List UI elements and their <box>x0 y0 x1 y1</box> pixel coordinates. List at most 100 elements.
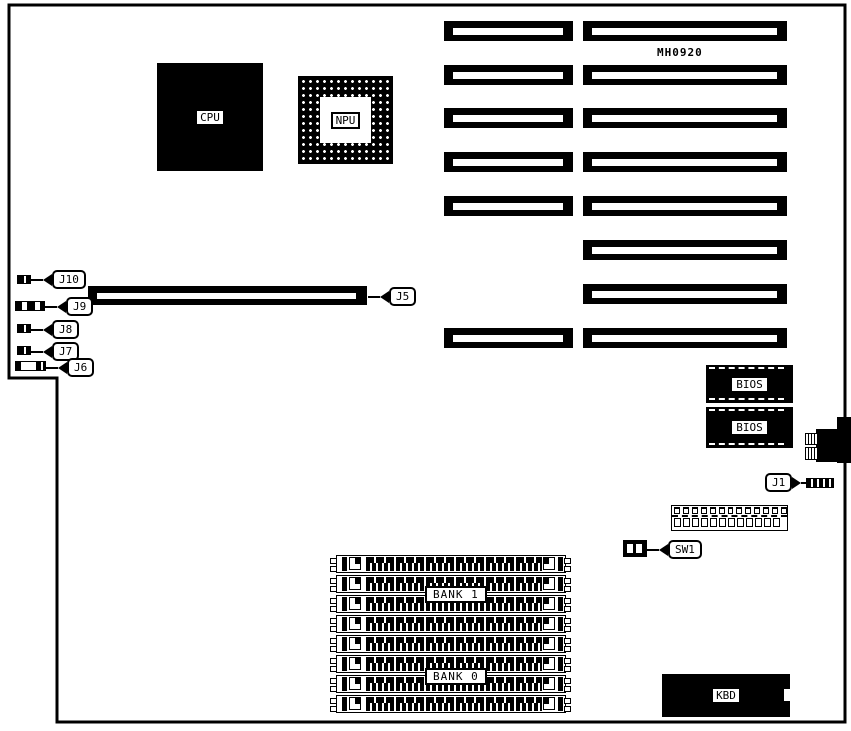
header-pin <box>736 507 743 514</box>
pin-header-strip <box>671 505 788 531</box>
arrow-right-icon <box>792 476 802 489</box>
simm-clip-notch <box>355 638 360 644</box>
slot-keyway <box>453 203 563 210</box>
simm-socket <box>330 695 571 714</box>
simm-tab <box>564 586 571 592</box>
isa-slot-short <box>444 152 573 172</box>
arrow-left-icon <box>57 300 66 313</box>
kbd-label: KBD <box>712 688 740 703</box>
callout-label-j6: J6 <box>67 358 95 377</box>
simm-clip-notch <box>544 678 549 684</box>
header-pin <box>737 518 744 527</box>
simm-pin-row <box>366 657 542 663</box>
j10-connector <box>17 275 31 284</box>
simm-pin-row <box>366 683 542 691</box>
isa-slot-short <box>444 65 573 85</box>
simm-clip <box>543 577 555 590</box>
simm-clip-notch <box>544 638 549 644</box>
callout-j1: J1 <box>765 473 811 492</box>
header-pin <box>710 518 717 527</box>
header-pin <box>674 518 681 527</box>
header-pin <box>773 518 780 527</box>
simm-tab <box>330 578 337 584</box>
callout-label-j5: J5 <box>389 287 417 306</box>
npu-socket: NPU <box>298 76 393 164</box>
header-pin <box>700 507 707 514</box>
isa-slot-short <box>444 328 573 348</box>
header-pin <box>709 507 716 514</box>
header-pin <box>692 518 699 527</box>
board-model-label: MH0920 <box>657 46 703 59</box>
simm-end-bar <box>558 617 563 631</box>
simm-tab <box>564 706 571 712</box>
bios-label-1: BIOS <box>731 376 768 392</box>
j6-connector <box>15 361 46 371</box>
simm-clip-notch <box>544 698 549 704</box>
simm-clip-notch <box>544 658 549 664</box>
bios-chip-1: BIOS <box>706 365 793 403</box>
simm-clip-notch <box>355 678 360 684</box>
simm-tab <box>564 666 571 672</box>
cpu-label: CPU <box>195 108 225 126</box>
simm-clip <box>543 697 555 710</box>
simm-clip-notch <box>355 658 360 664</box>
header-pin <box>772 507 779 514</box>
cpu-chip: CPU <box>157 63 263 171</box>
pin-header-bottom-row <box>672 517 787 527</box>
npu-label: NPU <box>330 111 361 129</box>
bank1-label: BANK 1 <box>425 586 487 603</box>
header-pin <box>701 518 708 527</box>
simm-clip <box>543 557 555 570</box>
simm-tab <box>564 618 571 624</box>
isa-slot-long <box>583 196 787 216</box>
bios-pin-row-icon <box>709 409 784 411</box>
header-pin <box>755 518 762 527</box>
simm-outline <box>336 555 566 573</box>
simm-pin-row <box>366 603 542 611</box>
simm-pin-row <box>366 577 542 583</box>
simm-clip <box>349 577 361 590</box>
header-pin <box>718 507 725 514</box>
bios-pin-row-icon <box>709 367 784 369</box>
bank0-label: BANK 0 <box>425 668 487 685</box>
simm-end-bar <box>342 697 347 711</box>
j5-slot <box>88 286 367 305</box>
simm-clip-notch <box>544 618 549 624</box>
arrow-left-icon <box>58 361 67 374</box>
slot-keyway <box>592 247 777 254</box>
callout-line <box>801 481 811 484</box>
pin-header-top-row <box>672 506 787 514</box>
dip-switch-toggle <box>636 544 642 553</box>
simm-end-bar <box>342 577 347 591</box>
j7-connector <box>17 346 31 355</box>
simm-pin-row <box>366 557 542 563</box>
simm-pin-row <box>366 617 542 623</box>
simm-clip-notch <box>544 598 549 604</box>
bios-pin-row-icon <box>709 398 784 400</box>
header-pin <box>674 507 680 514</box>
din-pin-block <box>805 447 819 460</box>
simm-clip <box>349 557 361 570</box>
isa-slot-long <box>583 284 787 304</box>
isa-slot-long <box>583 21 787 41</box>
simm-clip <box>543 617 555 630</box>
header-pin <box>691 507 698 514</box>
simm-end-bar <box>558 677 563 691</box>
simm-clip-notch <box>544 558 549 564</box>
npu-socket-center: NPU <box>320 97 371 143</box>
simm-end-bar <box>342 617 347 631</box>
simm-clip <box>349 637 361 650</box>
header-pin <box>754 507 761 514</box>
callout-line <box>368 295 380 298</box>
slot-keyway <box>453 115 563 122</box>
slot-keyway <box>453 335 563 342</box>
bios-label-2: BIOS <box>731 420 768 435</box>
simm-tab <box>564 646 571 652</box>
bios-chip-2: BIOS <box>706 407 793 448</box>
simm-tab <box>330 698 337 704</box>
callout-line <box>31 350 43 353</box>
header-pin <box>764 518 771 527</box>
simm-socket <box>330 615 571 634</box>
simm-tab <box>330 646 337 652</box>
